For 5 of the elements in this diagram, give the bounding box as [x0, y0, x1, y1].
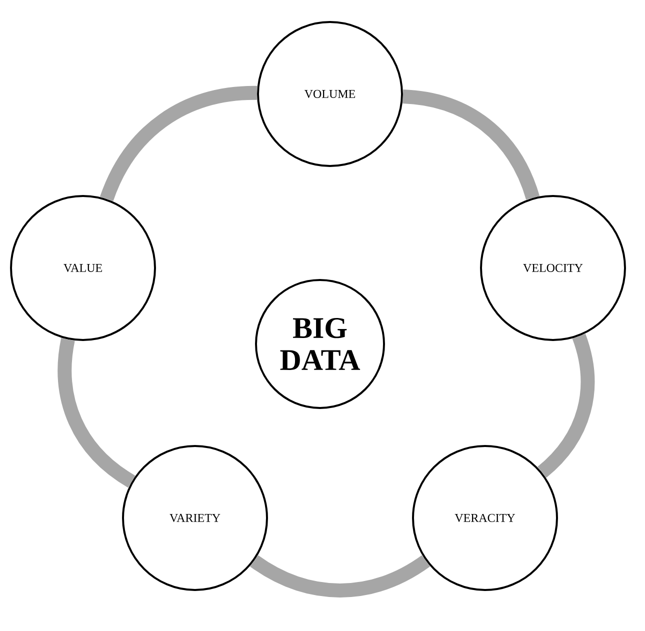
ring-arc [402, 90, 540, 200]
ring-arc [250, 555, 430, 598]
ring-arc [100, 86, 258, 202]
ring-arc [537, 334, 595, 478]
ring-arc [58, 338, 136, 488]
